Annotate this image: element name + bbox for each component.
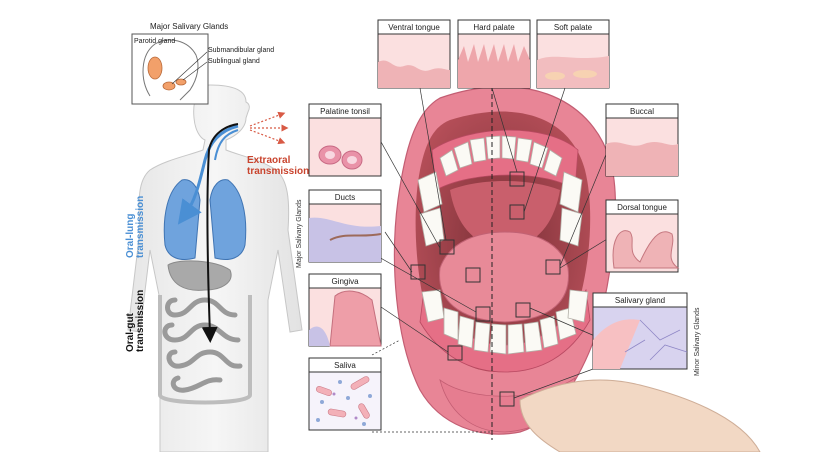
gingiva-label: Gingiva — [331, 277, 359, 286]
soft-palate-label: Soft palate — [553, 23, 593, 32]
panel-palatine-tonsil — [308, 103, 382, 177]
sublingual-gland-label: Sublingual gland — [208, 58, 260, 65]
hard-palate-label: Hard palate — [473, 23, 515, 32]
oral-gut-line2: transmission — [135, 289, 146, 352]
open-mouth — [393, 86, 617, 435]
buccal-label: Buccal — [629, 107, 654, 116]
salivary-glands-inset — [131, 33, 209, 105]
panel-buccal — [605, 103, 679, 177]
palatine-tonsil-label: Palatine tonsil — [320, 107, 370, 116]
ducts-label: Ducts — [334, 193, 356, 202]
submandibular-gland-label: Submandibular gland — [208, 47, 275, 54]
human-figure — [127, 33, 303, 452]
saliva-label: Saliva — [334, 361, 356, 370]
upper-teeth — [417, 135, 583, 247]
finger — [519, 379, 761, 452]
leader-lines — [369, 87, 613, 433]
major-salivary-glands-side-label: Major Salivary Glands — [296, 199, 303, 268]
extraoral-line1: Extraoral — [247, 155, 291, 166]
oral-lung-transmission-label: Oral-lung transmission — [125, 195, 146, 258]
panel-ducts — [308, 189, 382, 263]
parotid-gland-shape — [147, 56, 163, 80]
panel-ventral-tongue — [377, 19, 451, 89]
dorsal-tongue-label: Dorsal tongue — [617, 203, 667, 212]
panel-salivary-gland — [592, 292, 688, 370]
parotid-gland-label: Parotid gland — [134, 38, 176, 45]
ventral-tongue-label: Ventral tongue — [388, 23, 440, 32]
extraoral-transmission-label: Extraoral transmission — [247, 155, 310, 177]
panel-saliva — [308, 357, 382, 431]
extraoral-line2: transmission — [247, 165, 310, 177]
minor-salivary-glands-side-label: Minor Salivary Glands — [694, 307, 701, 376]
salivary-gland-label: Salivary gland — [614, 296, 666, 305]
panel-dorsal-tongue — [605, 199, 680, 273]
panel-gingiva — [308, 273, 382, 347]
lower-teeth — [421, 289, 589, 355]
extraoral-arrows — [249, 111, 289, 145]
intestines — [162, 297, 243, 393]
tongue — [439, 231, 569, 323]
panel-soft-palate — [536, 19, 610, 89]
oral-lung-line2: transmission — [135, 195, 146, 258]
oral-gut-transmission-label: Oral-gut transmission — [125, 289, 146, 352]
major-salivary-glands-title: Major Salivary Glands — [150, 22, 229, 31]
right-lung — [209, 179, 247, 260]
panel-hard-palate — [457, 19, 531, 89]
